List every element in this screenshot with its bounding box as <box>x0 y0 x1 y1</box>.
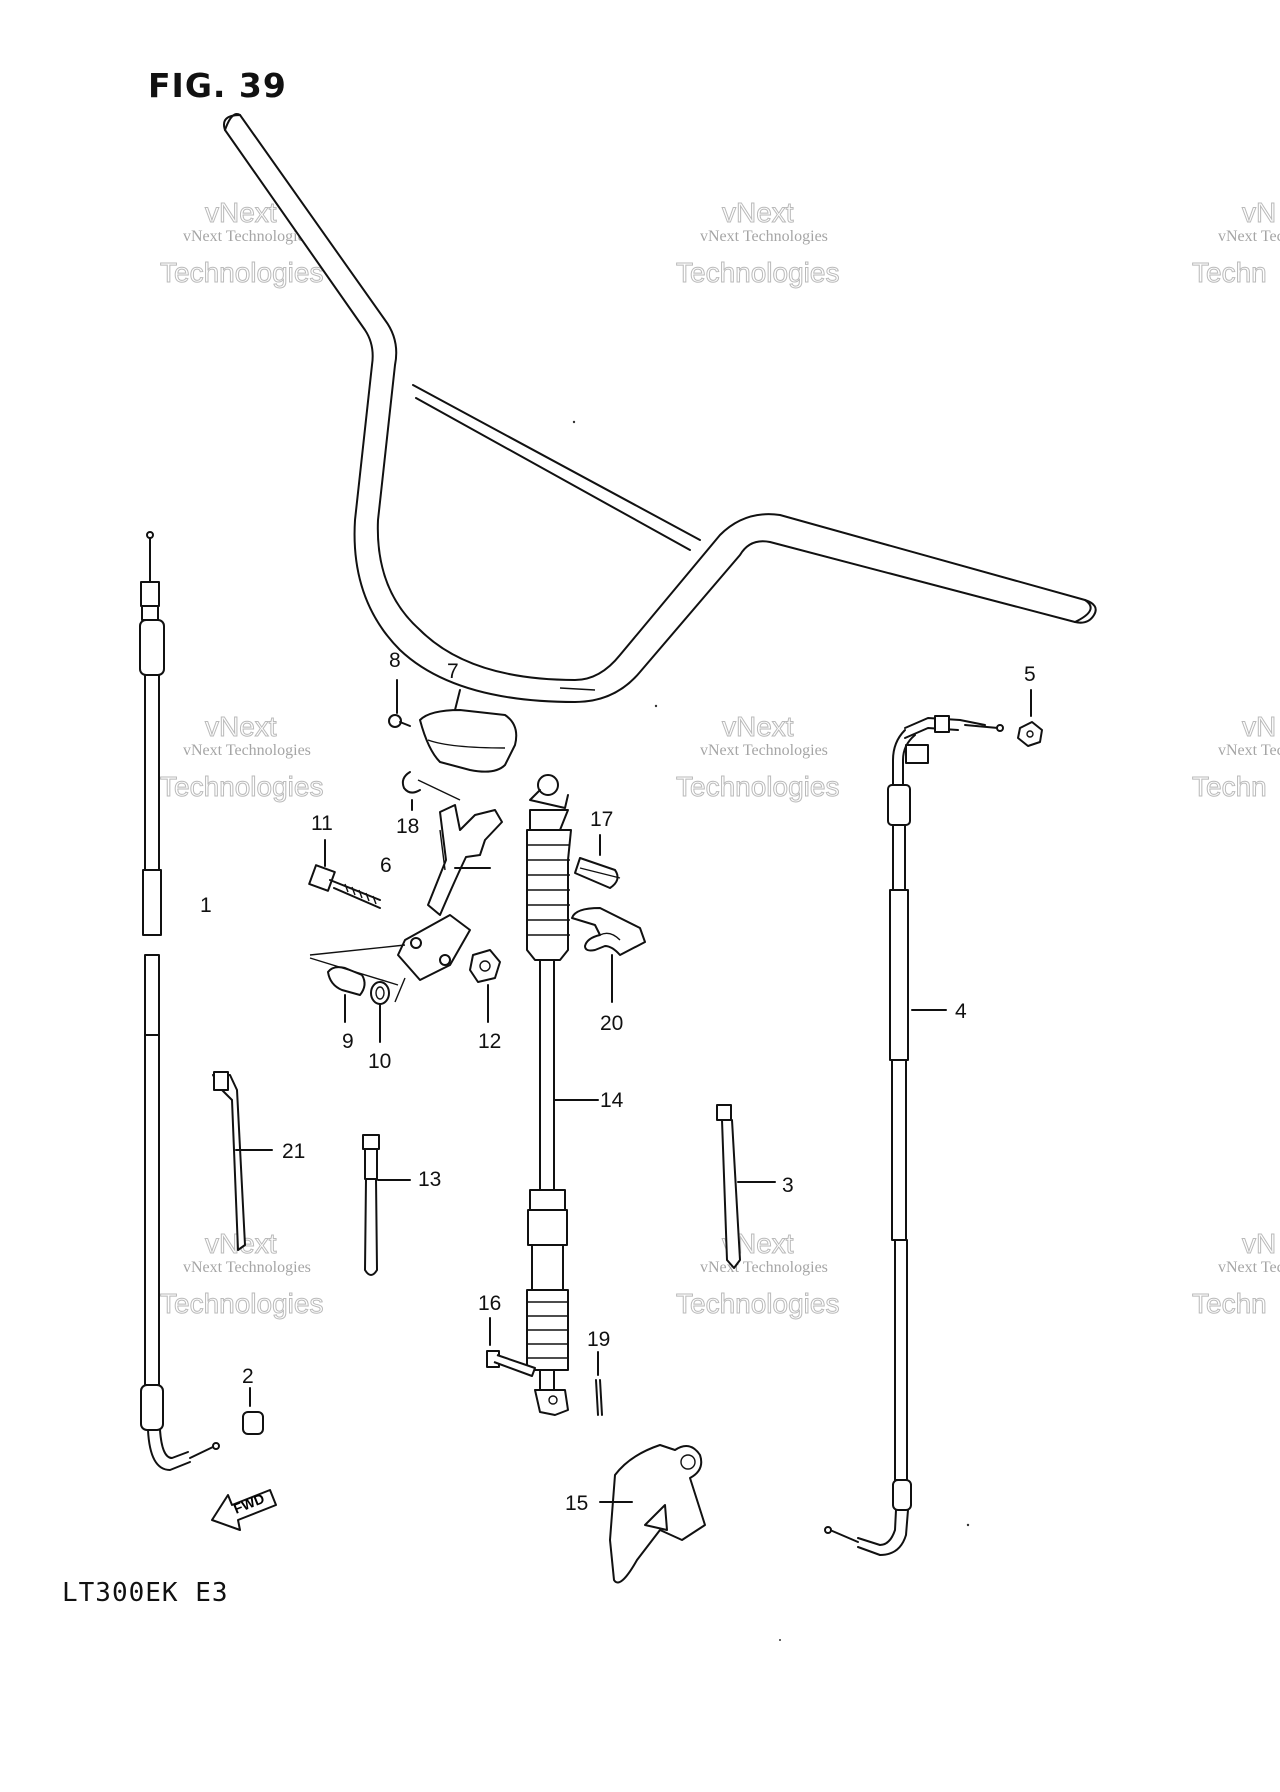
svg-text:vNext Technologies: vNext Technologies <box>700 1259 828 1276</box>
svg-text:vNext Techn: vNext Techn <box>1218 1259 1280 1276</box>
callout-18: 18 <box>396 815 419 838</box>
washer-part-10 <box>370 981 390 1043</box>
handlebar <box>223 113 1097 703</box>
callout-5: 5 <box>1024 663 1036 686</box>
callout-12: 12 <box>478 1030 501 1053</box>
svg-text:vNext Technologies: vNext Technologies <box>700 228 828 245</box>
callout-2: 2 <box>242 1365 254 1388</box>
callout-19: 19 <box>587 1328 610 1351</box>
callout-16: 16 <box>478 1292 501 1315</box>
svg-text:Technologies: Technologies <box>676 1288 839 1319</box>
callout-11: 11 <box>311 812 333 835</box>
callout-10: 10 <box>368 1050 391 1073</box>
callout-13: 13 <box>418 1168 441 1191</box>
bolt-part-11 <box>308 839 381 909</box>
cable-part-1 <box>139 531 220 1471</box>
scan-specks <box>572 420 970 1641</box>
svg-text:Techn: Techn <box>1192 1288 1267 1319</box>
callout-9: 9 <box>342 1030 354 1053</box>
svg-text:vN: vN <box>1242 1228 1276 1259</box>
watermark-6: vN vNext Techn Techn <box>1192 711 1280 803</box>
watermark-4: vNext vNext Technologies Technologies <box>160 711 324 803</box>
watermark-group: vNext vNext Technologies Technologies vN… <box>160 197 1280 1320</box>
pad-part-7 <box>419 689 518 773</box>
callout-15: 15 <box>565 1492 588 1515</box>
nut-part-5 <box>1017 689 1043 747</box>
svg-text:Techn: Techn <box>1192 257 1267 288</box>
watermark-5: vNext vNext Technologies Technologies <box>676 711 840 803</box>
pin-part-17 <box>574 834 621 889</box>
callout-1: 1 <box>200 894 212 917</box>
clip-part-20 <box>571 907 646 1003</box>
svg-text:vNext: vNext <box>205 197 277 228</box>
svg-text:Technologies: Technologies <box>160 257 323 288</box>
svg-text:vNext Technologies: vNext Technologies <box>183 742 311 759</box>
svg-text:vNext Technologies: vNext Technologies <box>183 1259 311 1276</box>
svg-text:vN: vN <box>1242 197 1276 228</box>
tie-part-3 <box>716 1104 776 1269</box>
callout-4: 4 <box>955 1000 967 1023</box>
bracket-part-15 <box>599 1444 706 1584</box>
watermark-9: vN vNext Techn Techn <box>1192 1228 1280 1320</box>
collar-part-9 <box>327 966 366 1023</box>
clamp-part-21 <box>212 1071 273 1251</box>
cap-part-2 <box>242 1387 264 1435</box>
figure-title: FIG. 39 <box>148 66 287 105</box>
tie-part-13 <box>362 1134 411 1276</box>
watermark-2: vNext vNext Technologies Technologies <box>676 197 840 289</box>
watermark-8: vNext vNext Technologies Technologies <box>676 1228 840 1320</box>
svg-text:vNext: vNext <box>722 711 794 742</box>
cable-part-4 <box>824 715 1004 1556</box>
callout-3: 3 <box>782 1174 794 1197</box>
callout-17: 17 <box>590 808 613 831</box>
svg-text:Technologies: Technologies <box>676 257 839 288</box>
svg-text:vNext Techn: vNext Techn <box>1218 228 1280 245</box>
clip-part-18 <box>401 771 461 811</box>
cotter-part-19 <box>595 1351 603 1416</box>
cable-part-14 <box>526 774 599 1416</box>
bracket-part-6 <box>397 804 503 981</box>
svg-text:Technologies: Technologies <box>160 771 323 802</box>
nut-part-12 <box>469 949 501 1023</box>
screw-part-8 <box>388 679 411 728</box>
svg-text:vNext Techn: vNext Techn <box>1218 742 1280 759</box>
callout-21: 21 <box>282 1140 305 1163</box>
svg-text:Technologies: Technologies <box>160 1288 323 1319</box>
watermark-3: vN vNext Techn Techn <box>1192 197 1280 289</box>
svg-text:vNext: vNext <box>205 711 277 742</box>
svg-text:vNext: vNext <box>722 197 794 228</box>
svg-text:Technologies: Technologies <box>676 771 839 802</box>
callout-8: 8 <box>389 649 401 672</box>
svg-text:vN: vN <box>1242 711 1276 742</box>
svg-text:vNext Technologies: vNext Technologies <box>700 742 828 759</box>
svg-text:vNext Technologies: vNext Technologies <box>183 228 311 245</box>
model-label: LT300EK E3 <box>62 1578 229 1608</box>
svg-text:Techn: Techn <box>1192 771 1267 802</box>
callout-20: 20 <box>600 1012 623 1035</box>
exploded-guide-lines <box>309 944 406 1003</box>
callout-7: 7 <box>447 660 459 683</box>
callout-labels: 1 2 3 4 5 6 7 8 9 10 11 12 13 14 15 16 1… <box>200 649 1036 1515</box>
forward-arrow-icon: FWD <box>211 1489 277 1531</box>
watermark-1: vNext vNext Technologies Technologies <box>160 197 324 289</box>
callout-14: 14 <box>600 1089 624 1112</box>
callout-6: 6 <box>380 854 392 877</box>
pin-part-16 <box>486 1317 536 1377</box>
